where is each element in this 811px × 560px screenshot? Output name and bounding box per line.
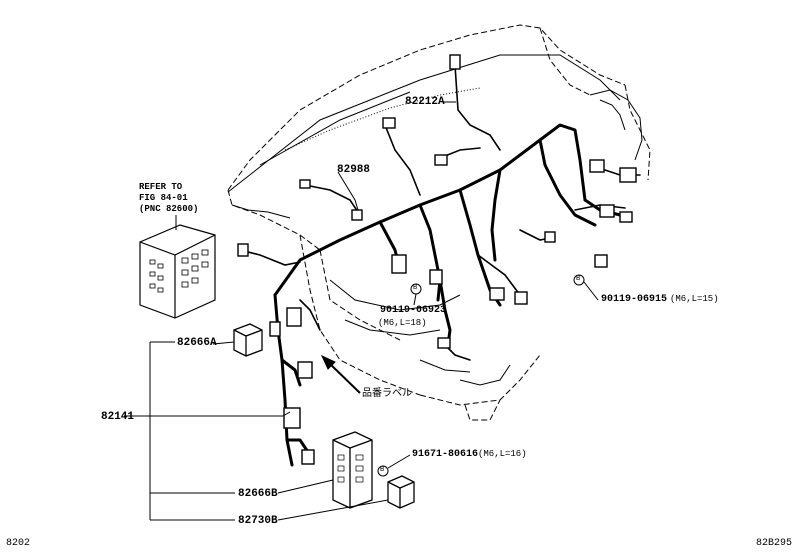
leader-lines (124, 101, 599, 521)
dashboard-outline (227, 24, 651, 421)
junction-block (139, 224, 216, 319)
part-label-82666B: 82666B (238, 488, 278, 500)
harness-branches (239, 64, 641, 361)
bolt-1-spec: (M6,L=18) (378, 318, 427, 328)
bolt-3-part: 91671-80616 (412, 449, 479, 460)
bolt-2-spec: (M6,L=15) (670, 294, 719, 304)
marker-b-1: B (413, 284, 418, 292)
part-label-82666A: 82666A (177, 337, 217, 349)
bolt-2-part: 90119-06915 (601, 294, 668, 305)
main-harness (273, 123, 622, 467)
connector-82666A (233, 323, 263, 357)
footer-right-code: 82B295 (756, 538, 793, 549)
connectors (237, 54, 637, 465)
bolt-markers (377, 274, 585, 477)
marker-b-2: B (576, 275, 581, 283)
dashboard-solid (227, 54, 643, 386)
block-82730B (387, 475, 415, 509)
label-arrow (320, 354, 361, 394)
refer-line-1: REFER TO (139, 182, 183, 192)
footer-left-code: 8202 (6, 538, 31, 549)
block-82666B (332, 431, 373, 509)
refer-line-3: (PNC 82600) (139, 204, 199, 214)
bolt-1-part: 90119-06923 (380, 305, 447, 316)
part-number-label-note: 品番ラベル (362, 388, 412, 399)
part-label-82212A: 82212A (405, 96, 445, 108)
marker-b-3: B (380, 466, 385, 474)
refer-to-note: REFER TO FIG 84-01 (PNC 82600) (139, 182, 198, 215)
part-label-82730B: 82730B (238, 515, 278, 527)
part-label-82141: 82141 (101, 411, 135, 423)
refer-line-2: FIG 84-01 (139, 193, 188, 203)
part-label-82988: 82988 (337, 164, 371, 176)
bolt-3-spec: (M6,L=16) (478, 449, 527, 459)
